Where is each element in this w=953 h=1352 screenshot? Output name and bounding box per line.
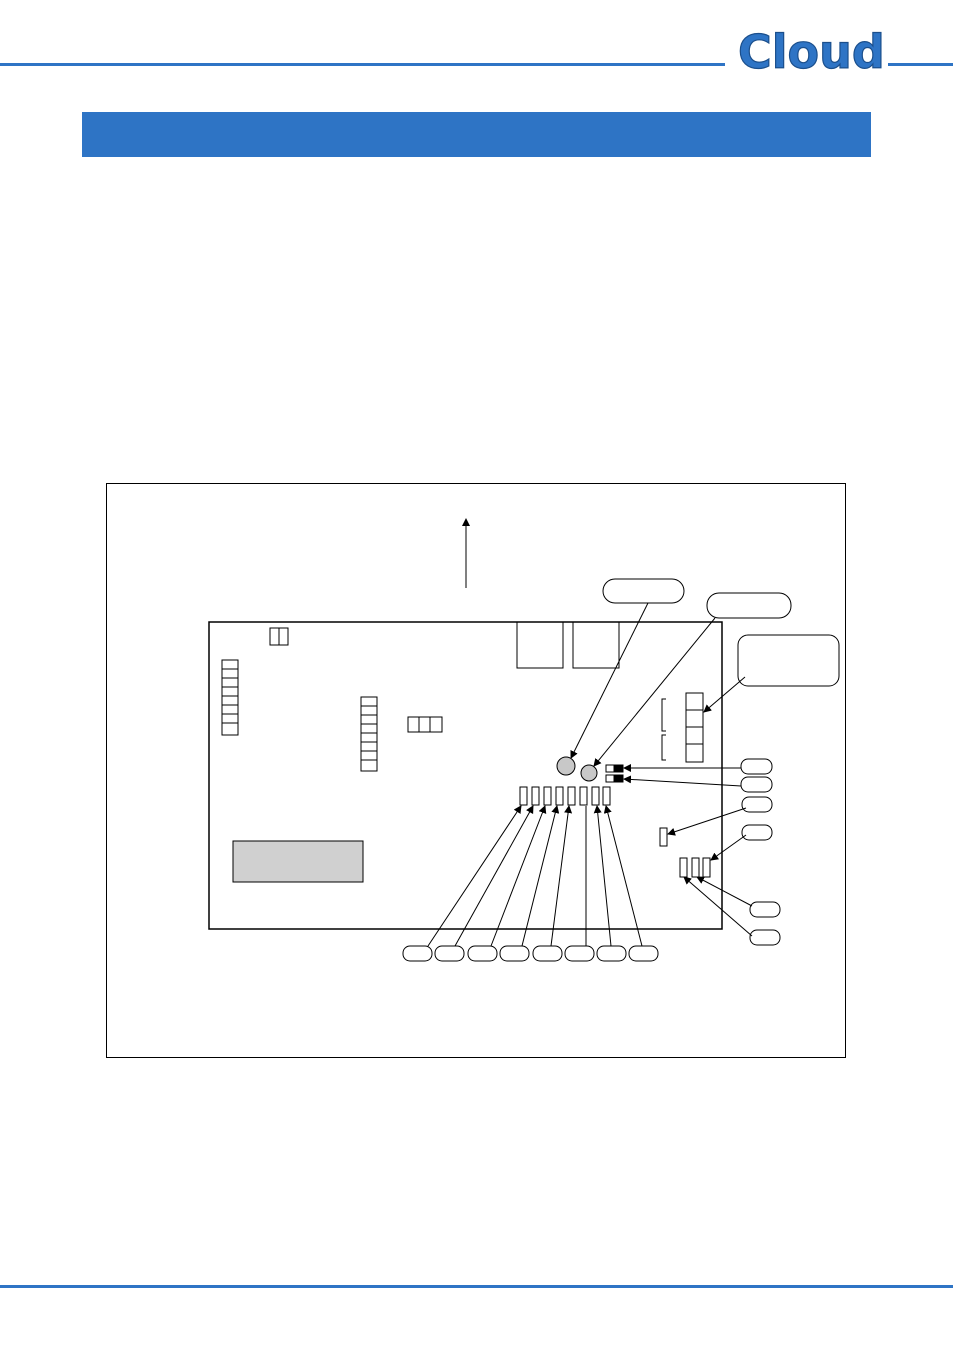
header-rule-left bbox=[0, 63, 725, 66]
callout-preset-8 bbox=[628, 945, 659, 962]
callout-led-1 bbox=[602, 578, 685, 604]
left-connector bbox=[221, 659, 239, 736]
leader-led-2 bbox=[593, 617, 716, 767]
leader-preset-3 bbox=[490, 805, 547, 947]
right-connector bbox=[685, 692, 704, 763]
callout-preset-3 bbox=[467, 945, 498, 962]
three-way-block bbox=[407, 716, 443, 733]
leader-dip-2 bbox=[623, 775, 742, 787]
leader-led-1 bbox=[570, 602, 649, 759]
leader-preset-5 bbox=[550, 805, 573, 947]
link-triplet bbox=[679, 857, 711, 878]
led-2 bbox=[580, 764, 598, 782]
callout-led-2 bbox=[706, 592, 792, 619]
logo-text: Cloud bbox=[738, 25, 885, 79]
preset-row bbox=[519, 786, 611, 806]
figure-frame bbox=[106, 483, 846, 1058]
callout-triplet-right bbox=[741, 824, 773, 841]
leader-single-link bbox=[667, 807, 747, 836]
bracket-lower bbox=[661, 734, 666, 761]
callout-triplet-left bbox=[749, 929, 781, 946]
callout-dip-1 bbox=[740, 758, 773, 775]
led-1 bbox=[556, 756, 576, 776]
leader-triplet-mid bbox=[696, 876, 753, 907]
callout-dip-2 bbox=[740, 776, 773, 793]
grey-panel bbox=[232, 840, 364, 883]
middle-connector bbox=[360, 696, 378, 772]
leader-triplet-right bbox=[710, 834, 747, 861]
callout-preset-6 bbox=[564, 945, 595, 962]
leader-preset-2 bbox=[454, 805, 534, 947]
callout-preset-2 bbox=[434, 945, 465, 962]
bracket-upper bbox=[661, 698, 666, 732]
section-banner bbox=[82, 112, 871, 157]
leader-triplet-left bbox=[683, 876, 753, 937]
top-socket-2 bbox=[572, 621, 620, 669]
dip-switch-1 bbox=[605, 764, 624, 773]
callout-preset-4 bbox=[499, 945, 530, 962]
leader-preset-1 bbox=[427, 805, 522, 947]
leader-preset-4 bbox=[521, 805, 560, 947]
header-rule-right bbox=[888, 63, 953, 66]
leader-preset-8 bbox=[603, 805, 643, 947]
cloud-logo: Cloud bbox=[737, 24, 885, 79]
callout-preset-1 bbox=[402, 945, 433, 962]
leader-right-connector bbox=[703, 676, 746, 713]
callout-triplet-mid bbox=[749, 901, 781, 918]
single-link bbox=[659, 827, 668, 847]
dip-switch-2 bbox=[605, 774, 624, 783]
callout-preset-7 bbox=[596, 945, 627, 962]
footer-rule bbox=[0, 1285, 953, 1288]
callout-single-link bbox=[741, 796, 773, 813]
leader-preset-7 bbox=[593, 805, 612, 947]
top-socket-1 bbox=[516, 621, 564, 669]
callout-preset-5 bbox=[532, 945, 563, 962]
callout-right-connector bbox=[737, 634, 840, 687]
pcb-board bbox=[208, 621, 723, 930]
